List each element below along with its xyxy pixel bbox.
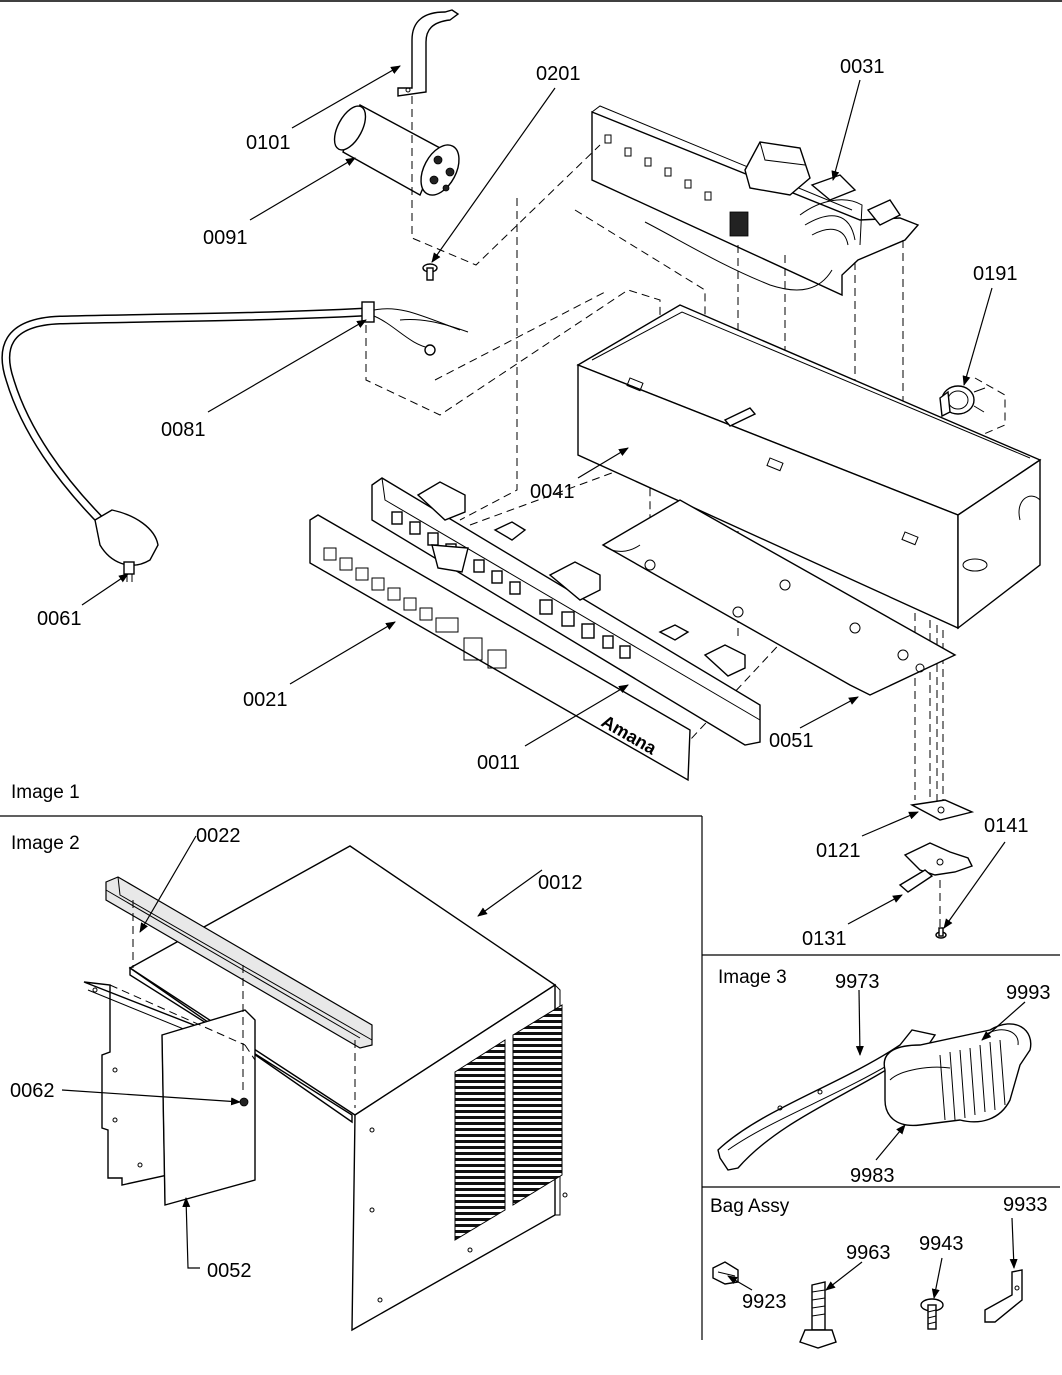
part-label-0051: 0051 [769, 730, 814, 752]
part-label-9923: 9923 [742, 1291, 787, 1313]
part-label-0031: 0031 [840, 56, 885, 78]
part-label-0061: 0061 [37, 608, 82, 630]
part-label-0091: 0091 [203, 227, 248, 249]
bag-screw-9923-part [712, 1261, 739, 1285]
part-label-0121: 0121 [816, 840, 861, 862]
part-label-0011: 0011 [477, 752, 520, 774]
part-label-0022: 0022 [196, 825, 241, 847]
part-label-9983: 9983 [850, 1165, 895, 1187]
section-label-image1: Image 1 [11, 782, 80, 803]
screw-0062-part [239, 1097, 249, 1107]
capacitor-bracket-part [397, 9, 460, 97]
part-label-9963: 9963 [846, 1242, 891, 1264]
top-rail-part [105, 876, 373, 1049]
part-label-0081: 0081 [161, 419, 206, 441]
part-label-0131: 0131 [802, 928, 847, 950]
bag-screw-9943-part [920, 1298, 944, 1330]
control-box-part [576, 304, 1042, 630]
capacitor-part [333, 103, 460, 196]
front-panel-part: Amana [309, 514, 691, 782]
part-label-9943: 9943 [919, 1233, 964, 1255]
screw-small-part [935, 927, 947, 939]
leader-lines [61, 65, 1026, 1299]
bag-bracket-9933-part [984, 1269, 1023, 1323]
part-label-0052: 0052 [207, 1260, 252, 1282]
clip-part [898, 842, 973, 893]
mount-plate-part [909, 799, 975, 821]
part-label-0012: 0012 [538, 872, 583, 894]
bag-bolt-9963-part [799, 1281, 837, 1349]
control-board-part [591, 105, 920, 297]
cabinet-part [128, 845, 568, 1332]
bezel-part [371, 477, 761, 746]
control-plate-part [601, 499, 957, 696]
section-labels: Image 1 Image 2 Image 3 Bag Assy [11, 782, 790, 1217]
part-label-0041: 0041 [530, 481, 575, 503]
part-label-0141: 0141 [984, 815, 1029, 837]
inner-panel-part [161, 1009, 256, 1206]
part-label-9993: 9993 [1006, 982, 1051, 1004]
part-label-0191: 0191 [973, 263, 1018, 285]
section-label-bag: Bag Assy [710, 1196, 790, 1217]
section-label-image2: Image 2 [11, 833, 80, 854]
part-label-9973: 9973 [835, 971, 880, 993]
part-label-0021: 0021 [243, 689, 288, 711]
part-label-0062: 0062 [10, 1080, 55, 1102]
part-label-0101: 0101 [246, 132, 291, 154]
part-label-9933: 9933 [1003, 1194, 1048, 1216]
part-labels: 0101 0201 0031 0091 0191 0081 0041 0061 … [10, 56, 1051, 1313]
part-label-0201: 0201 [536, 63, 581, 85]
assembly-guides-2 [109, 900, 356, 1108]
thermostat-part [939, 385, 986, 418]
section-label-image3: Image 3 [718, 967, 787, 988]
power-cord-part [1, 301, 469, 582]
section-frames [0, 815, 1060, 1340]
screw-part [422, 263, 438, 281]
